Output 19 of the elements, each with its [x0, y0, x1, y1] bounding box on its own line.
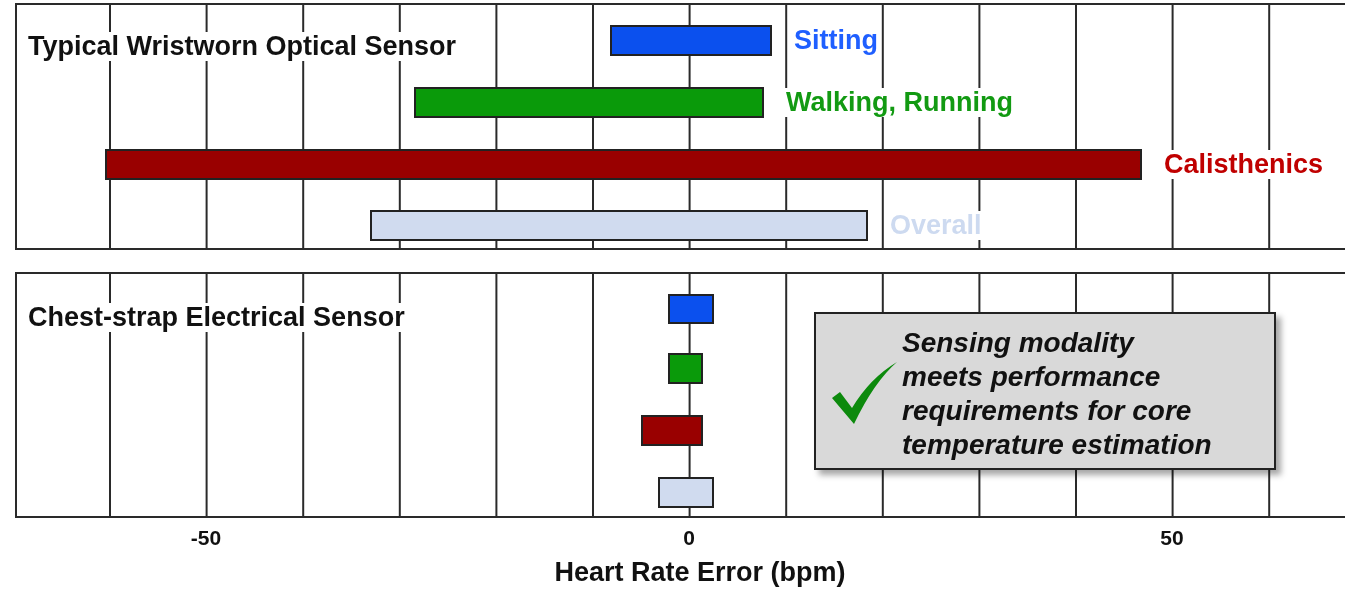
- series-label: Walking, Running: [784, 87, 1015, 117]
- chart-panel: [15, 3, 1345, 250]
- range-bar: [105, 149, 1142, 180]
- tick-label: 50: [1160, 527, 1184, 548]
- tick-label: -50: [190, 527, 222, 548]
- note-text: Sensing modality meets performance requirements for core temperature estimation: [902, 326, 1212, 462]
- range-bar: [658, 477, 714, 508]
- note-box: [814, 312, 1276, 470]
- range-bar: [370, 210, 868, 241]
- tick-label: 0: [683, 527, 695, 548]
- range-bar: [641, 415, 703, 446]
- range-bar: [668, 353, 703, 384]
- axis-title: Heart Rate Error (bpm): [554, 559, 846, 586]
- range-bar: [668, 294, 714, 324]
- panel-title: Typical Wristworn Optical Sensor: [26, 32, 459, 61]
- range-bar: [610, 25, 772, 56]
- chart-panel: [15, 272, 1345, 518]
- range-bar: [414, 87, 764, 118]
- panel-title: Chest-strap Electrical Sensor: [26, 303, 407, 332]
